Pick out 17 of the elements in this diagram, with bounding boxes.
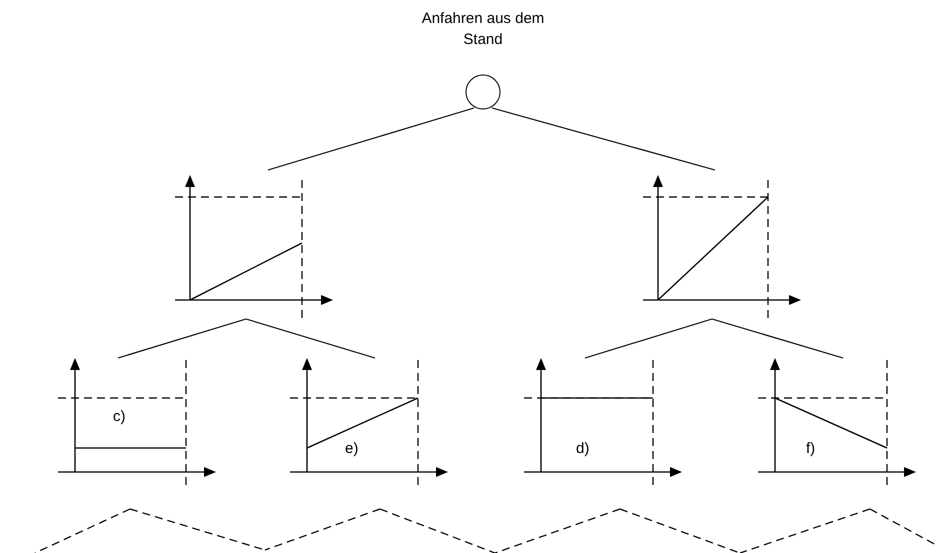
- plot-label: f): [806, 440, 816, 458]
- plot-label: c): [113, 408, 126, 426]
- dashed-line: [34, 508, 130, 553]
- dashed-line: [620, 508, 740, 553]
- plot-label: d): [576, 440, 590, 458]
- connector-line: [712, 318, 844, 359]
- connector-line: [492, 107, 716, 171]
- dashed-line: [264, 508, 380, 551]
- connector-line: [584, 318, 712, 359]
- connector-line: [246, 318, 376, 359]
- plot-label: e): [345, 440, 358, 458]
- node-label: Anfahren aus dem Stand: [420, 9, 546, 50]
- connector-line: [268, 107, 474, 171]
- dashed-line: [740, 508, 870, 553]
- connector-line: [118, 318, 246, 359]
- dashed-line: [380, 508, 496, 553]
- dashed-line: [494, 508, 620, 553]
